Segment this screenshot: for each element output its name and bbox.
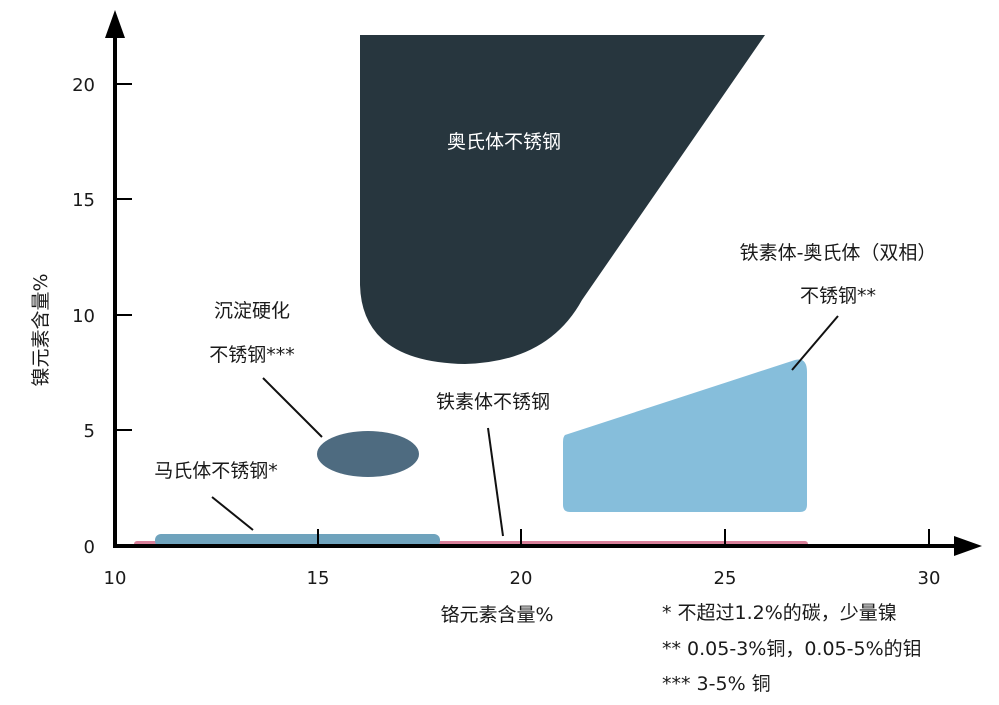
precipitation-label-line2: 不锈钢*** bbox=[209, 344, 295, 366]
footnote: ** 0.05-3%铜，0.05-5%的钼 bbox=[662, 638, 922, 660]
precipitation-hardening-region bbox=[317, 431, 419, 477]
austenitic-label: 奥氏体不锈钢 bbox=[447, 131, 561, 153]
y-tick-label: 10 bbox=[72, 306, 95, 327]
austenitic-region bbox=[360, 35, 765, 364]
ferritic-label: 铁素体不锈钢 bbox=[436, 391, 550, 413]
footnote: * 不超过1.2%的碳，少量镍 bbox=[662, 602, 897, 624]
precipitation-leader bbox=[262, 377, 323, 438]
duplex-region bbox=[563, 359, 807, 512]
precipitation-label-line1: 沉淀硬化 bbox=[214, 300, 290, 322]
axes bbox=[113, 30, 962, 548]
x-axis-label: 铬元素含量% bbox=[440, 604, 553, 626]
martensitic-label: 马氏体不锈钢* bbox=[154, 460, 278, 482]
footnote: *** 3-5% 铜 bbox=[662, 673, 771, 695]
x-tick-label: 20 bbox=[510, 568, 533, 589]
y-axis-label: 镍元素含量% bbox=[30, 273, 52, 386]
x-tick-label: 30 bbox=[918, 568, 941, 589]
leader-lines bbox=[211, 315, 839, 537]
martensitic-leader bbox=[211, 496, 254, 531]
y-tick-label: 5 bbox=[84, 421, 95, 442]
duplex-leader bbox=[791, 315, 839, 371]
y-tick-label: 0 bbox=[84, 537, 95, 558]
x-tick-label: 15 bbox=[307, 568, 330, 589]
x-tick-label: 10 bbox=[104, 568, 127, 589]
duplex-label-line1: 铁素体-奥氏体（双相） bbox=[740, 242, 937, 264]
duplex-label-line2: 不锈钢** bbox=[800, 285, 876, 307]
x-axis-arrow-icon bbox=[954, 536, 982, 556]
y-axis-arrow-icon bbox=[105, 10, 125, 38]
ferritic-leader bbox=[487, 427, 504, 537]
tick-marks bbox=[115, 83, 930, 546]
y-tick-label: 20 bbox=[72, 75, 95, 96]
y-tick-label: 15 bbox=[72, 190, 95, 211]
martensitic-region bbox=[155, 534, 440, 547]
x-tick-label: 25 bbox=[714, 568, 737, 589]
